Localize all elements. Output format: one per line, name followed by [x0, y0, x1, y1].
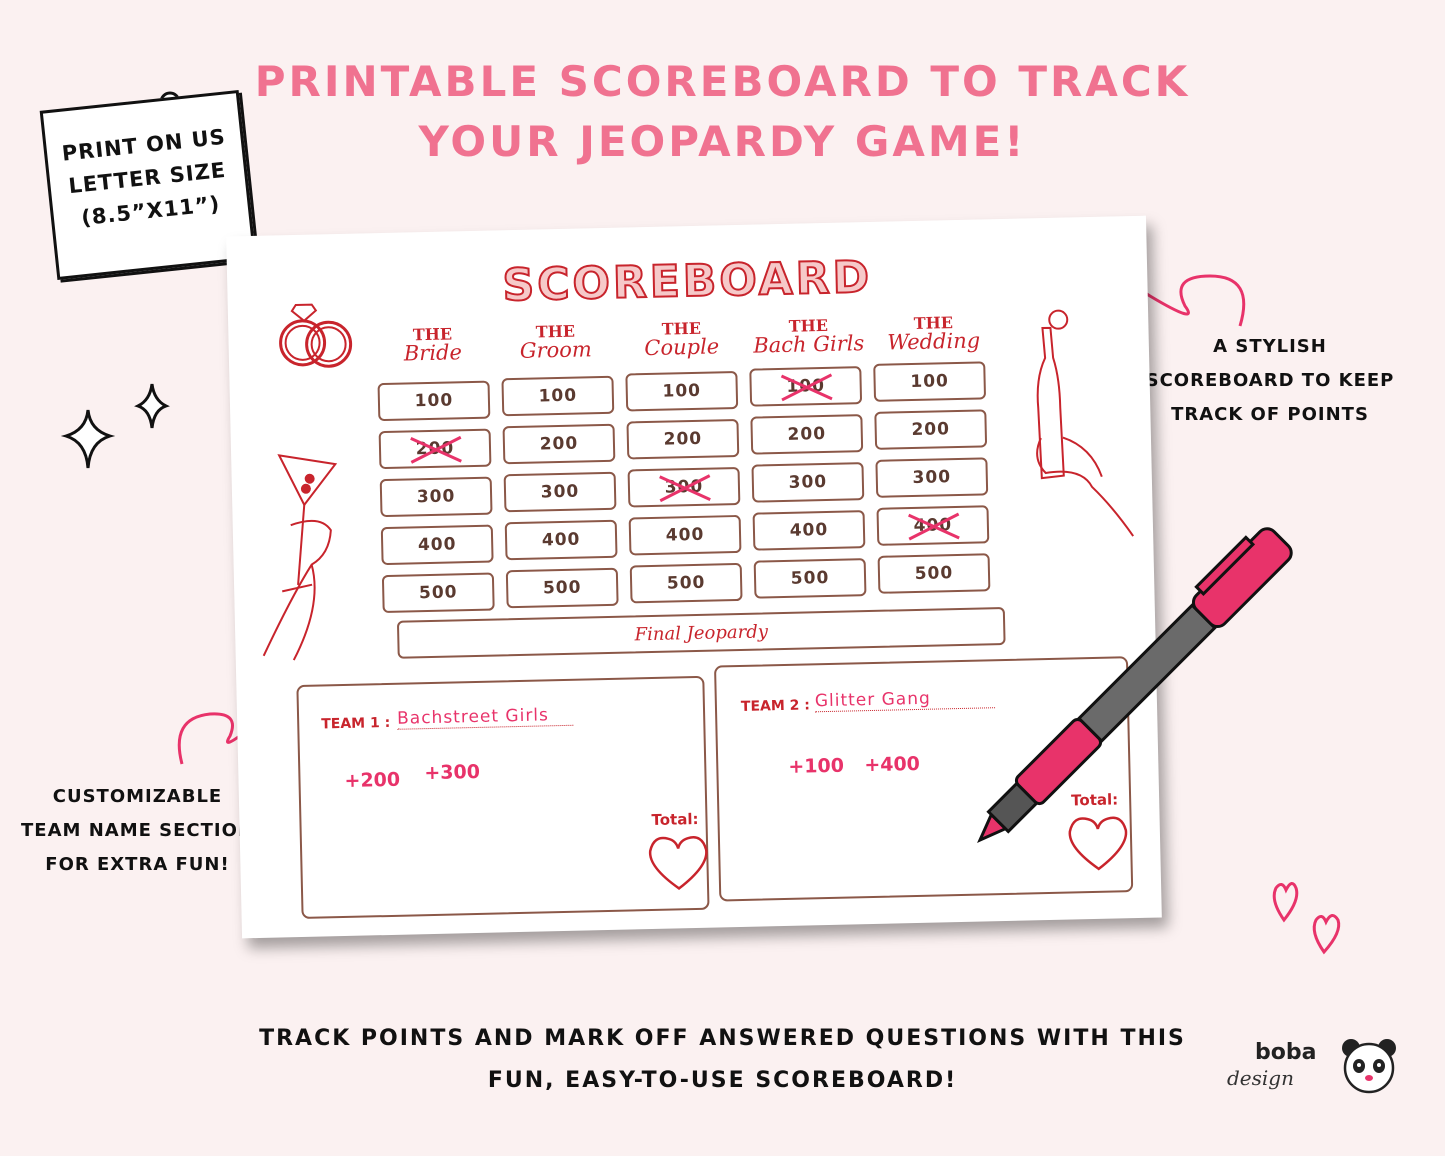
score-cell[interactable]: 400 — [628, 514, 742, 556]
callout-right-line-3: TRACK OF POINTS — [1171, 404, 1369, 425]
score-value: 100 — [910, 371, 950, 393]
bottom-caption: Track points and mark off answered quest… — [0, 1018, 1445, 1102]
cross-mark-icon — [780, 373, 833, 402]
team-2-points: +400 — [864, 752, 921, 777]
score-value: 200 — [787, 423, 827, 445]
score-cell[interactable]: 200 — [502, 423, 616, 465]
callout-right: A STYLISH SCOREBOARD TO KEEP TRACK OF PO… — [1120, 330, 1420, 432]
team-1-label: TEAM 1 : — [321, 714, 391, 733]
score-cell[interactable]: 100 — [749, 366, 863, 407]
score-value: 400 — [789, 519, 829, 541]
score-cell[interactable]: 500 — [505, 567, 619, 609]
score-cell[interactable]: 300 — [503, 471, 617, 513]
score-grid: 100 200 300 400 500 100 200 300 400 500 100 200 300 4… — [226, 216, 1162, 939]
headline: Printable scoreboard to track your Jeopa… — [0, 52, 1445, 172]
score-cell[interactable]: 300 — [751, 462, 865, 503]
score-value: 400 — [541, 529, 581, 551]
callout-left-line-1: CUSTOMIZABLE — [52, 786, 223, 807]
team-1-name[interactable]: Bachstreet Girls — [396, 704, 574, 730]
callout-right-line-1: A STYLISH — [1213, 336, 1327, 357]
print-size-note: PRINT ON US LETTER SIZE (8.5”X11”) — [39, 90, 257, 280]
score-value: 300 — [912, 467, 952, 489]
team-1-box: TEAM 1 : Bachstreet Girls +200 +300 Tota… — [296, 675, 710, 919]
team-1-points: +200 — [344, 768, 401, 792]
score-value: 500 — [418, 582, 458, 604]
score-cell[interactable]: 300 — [875, 457, 989, 498]
score-cell[interactable]: 200 — [750, 414, 864, 455]
score-value: 500 — [666, 572, 706, 594]
score-value: 300 — [540, 481, 580, 503]
score-value: 200 — [663, 428, 703, 450]
brand-word-1: boba — [1255, 1040, 1317, 1065]
headline-line-1: Printable scoreboard to track — [254, 57, 1191, 106]
score-cell[interactable]: 500 — [629, 562, 743, 604]
sparkle-icon — [60, 383, 170, 469]
score-cell[interactable]: 300 — [627, 466, 741, 508]
heart-icon — [648, 836, 708, 890]
cross-mark-icon — [410, 435, 462, 464]
team-2-box: TEAM 2 : Glitter Gang +100 +400 Total: — [714, 656, 1134, 902]
score-cell[interactable]: 400 — [752, 510, 866, 551]
score-value: 100 — [662, 380, 702, 402]
score-cell[interactable]: 400 — [380, 524, 494, 566]
score-cell[interactable]: 500 — [753, 558, 867, 599]
callout-right-line-2: SCOREBOARD TO KEEP — [1145, 370, 1395, 391]
heart-icon — [1068, 816, 1128, 871]
bottom-line-2: fun, easy-to-use scoreboard! — [487, 1068, 958, 1093]
score-value: 400 — [665, 524, 705, 546]
score-cell[interactable]: 100 — [501, 375, 615, 417]
bottom-line-1: Track points and mark off answered quest… — [259, 1026, 1186, 1051]
score-value: 200 — [539, 433, 579, 455]
pen-icon — [977, 527, 1293, 843]
score-cell[interactable]: 100 — [625, 370, 739, 412]
team-1-total-label: Total: — [651, 809, 699, 830]
score-value: 500 — [914, 563, 954, 584]
score-value: 100 — [538, 385, 578, 407]
callout-left-line-3: FOR EXTRA FUN! — [45, 854, 230, 875]
score-value: 300 — [788, 471, 828, 493]
headline-line-2: your Jeopardy game! — [418, 117, 1027, 166]
score-cell[interactable]: 200 — [378, 428, 492, 470]
cross-mark-icon — [908, 512, 960, 541]
hearts-icon — [1272, 882, 1341, 955]
martini-hand-icon — [262, 454, 338, 661]
score-cell[interactable]: 200 — [874, 409, 988, 450]
score-cell[interactable]: 300 — [379, 476, 493, 518]
team-2-label: TEAM 2 : — [740, 697, 811, 715]
bottle-hand-icon — [1036, 309, 1135, 537]
team-2-points: +100 — [788, 754, 845, 778]
callout-left: CUSTOMIZABLE TEAM NAME SECTION FOR EXTRA… — [0, 780, 275, 882]
score-cell[interactable]: 500 — [381, 572, 495, 614]
score-value: 100 — [414, 390, 454, 412]
score-cell[interactable]: 100 — [873, 361, 987, 402]
score-value: 400 — [417, 534, 457, 556]
scoreboard-sheet: SCOREBOARD THE Bride THE Groom THE Coupl… — [226, 215, 1162, 939]
score-value: 500 — [542, 577, 582, 599]
team-1-points: +300 — [424, 760, 481, 785]
score-value: 300 — [416, 486, 456, 508]
score-cell[interactable]: 400 — [504, 519, 618, 561]
brand-logo: boba design — [1227, 1039, 1407, 1100]
panda-icon — [1342, 1039, 1396, 1094]
score-value: 200 — [911, 419, 951, 441]
callout-left-line-2: TEAM NAME SECTION — [21, 820, 254, 841]
brand-word-2: design — [1227, 1066, 1294, 1090]
score-cell[interactable]: 100 — [377, 380, 491, 422]
score-cell[interactable]: 400 — [876, 505, 990, 546]
score-value: 500 — [790, 567, 830, 589]
score-cell[interactable]: 200 — [626, 418, 740, 460]
rings-icon — [279, 303, 353, 368]
cross-mark-icon — [659, 474, 711, 503]
